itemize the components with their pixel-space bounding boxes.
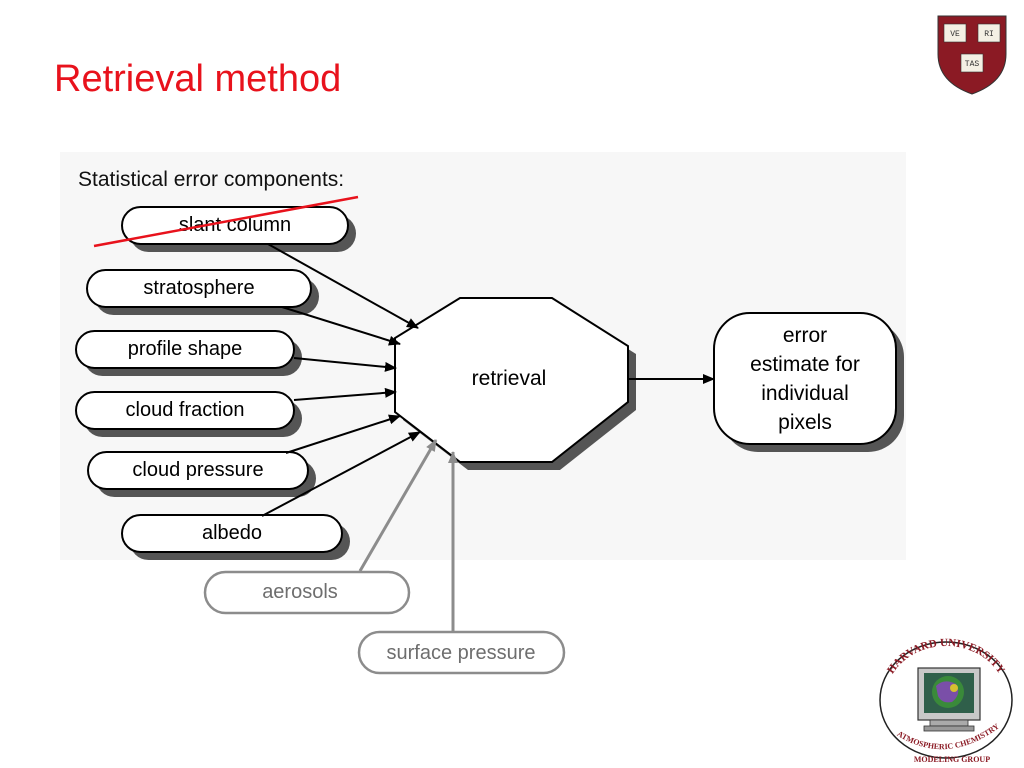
input-label: slant column bbox=[179, 214, 291, 236]
input-label: profile shape bbox=[128, 338, 243, 360]
strike-line bbox=[93, 195, 359, 248]
input-label: cloud pressure bbox=[132, 459, 263, 481]
arrow-aerosols bbox=[358, 439, 438, 572]
input-label: albedo bbox=[202, 522, 262, 544]
arrow-cloud-fraction bbox=[293, 387, 397, 401]
diagram-heading: Statistical error components: bbox=[78, 168, 344, 191]
acmg-logo: HARVARD UNIVERSITY ATMOSPHERIC CHEMISTRY… bbox=[879, 637, 1013, 764]
input-slant-column: slant column bbox=[121, 206, 349, 245]
logo-bottom-text-2: MODELING GROUP bbox=[914, 755, 990, 764]
shield-letters-ve: VE bbox=[950, 30, 960, 39]
input-label: stratosphere bbox=[143, 277, 254, 299]
arrow-profile-shape bbox=[293, 357, 397, 372]
input-cloud-fraction: cloud fraction bbox=[75, 391, 295, 430]
input-profile-shape: profile shape bbox=[75, 330, 295, 369]
output-line: individual bbox=[761, 382, 849, 405]
input-label: surface pressure bbox=[387, 642, 536, 664]
shield-letters-tas: TAS bbox=[965, 60, 980, 69]
input-surface-pressure: surface pressure bbox=[357, 630, 566, 675]
arrow-albedo bbox=[261, 431, 421, 517]
arrow-cloud-pressure bbox=[285, 414, 401, 454]
input-label: cloud fraction bbox=[126, 399, 245, 421]
arrow-slant-column bbox=[267, 243, 419, 329]
output-line: pixels bbox=[778, 411, 832, 434]
input-stratosphere: stratosphere bbox=[86, 269, 312, 308]
arrow-stratosphere bbox=[281, 306, 401, 346]
input-aerosols: aerosols bbox=[203, 570, 411, 615]
output-line: estimate for bbox=[750, 353, 860, 376]
input-cloud-pressure: cloud pressure bbox=[87, 451, 309, 490]
shield-letters-ri: RI bbox=[984, 30, 994, 39]
input-albedo: albedo bbox=[121, 514, 343, 553]
input-label: aerosols bbox=[262, 581, 338, 603]
output-line: error bbox=[783, 324, 827, 347]
slide-title: Retrieval method bbox=[54, 58, 342, 100]
retrieval-label: retrieval bbox=[472, 367, 547, 390]
harvard-shield-logo: VE RI TAS bbox=[937, 15, 1007, 95]
